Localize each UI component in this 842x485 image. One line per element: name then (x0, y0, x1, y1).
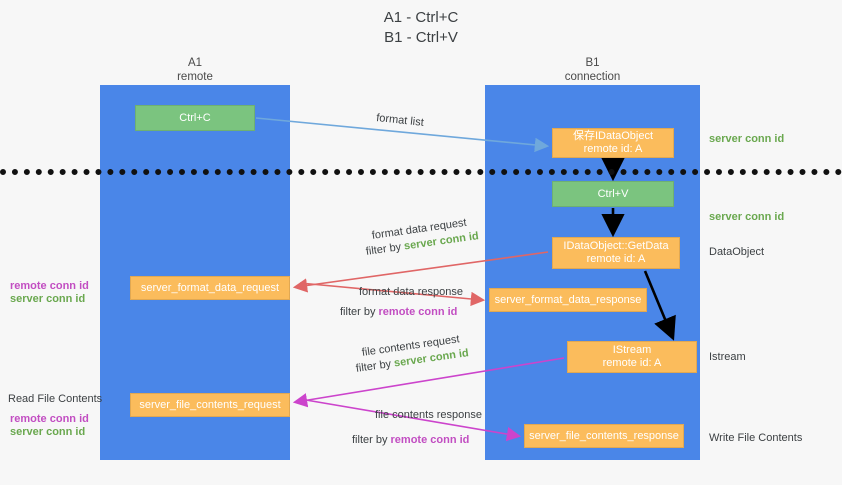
box-save-dataobject-line1: 保存IDataObject (572, 130, 654, 142)
box-server-format-data-request-label: server_format_data_request (140, 281, 280, 294)
box-istream-line2: remote id: A (602, 357, 662, 369)
label-dataobject: DataObject (709, 246, 765, 258)
annotation-format-data-response: format data response (359, 286, 463, 298)
filter-by-text-2: filter by (340, 306, 376, 318)
filter-by-text-4: filter by (352, 434, 388, 446)
box-ctrl-c[interactable]: Ctrl+C (135, 105, 255, 131)
box-istream[interactable]: IStream remote id: A (567, 341, 697, 373)
box-save-dataobject[interactable]: 保存IDataObject remote id: A (552, 128, 674, 158)
box-istream-line1: IStream (612, 344, 652, 356)
filter-by-text-1: filter by (365, 241, 402, 258)
label-istream: Istream (709, 351, 746, 363)
label-remote-conn-id-2: remote conn id (10, 413, 89, 425)
box-server-file-contents-response-label: server_file_contents_response (529, 429, 679, 442)
box-server-format-data-request[interactable]: server_format_data_request (130, 276, 290, 300)
column-header-a1: A1 remote (177, 57, 213, 83)
annotation-format-data-response-filter: filter by remote conn id (340, 305, 457, 319)
label-read-file-contents: Read File Contents (8, 393, 103, 405)
horizontal-divider (0, 169, 842, 175)
box-ctrl-c-label: Ctrl+C (179, 111, 211, 124)
remote-conn-id-text-4: remote conn id (390, 434, 470, 446)
label-server-conn-id-mid: server conn id (709, 211, 785, 223)
label-server-conn-id-2: server conn id (10, 426, 86, 438)
filter-by-text-3: filter by (355, 358, 392, 375)
box-server-file-contents-request[interactable]: server_file_contents_request (130, 393, 290, 417)
box-server-format-data-response-label: server_format_data_response (494, 293, 642, 306)
annotation-file-contents-response-filter: filter by remote conn id (352, 433, 469, 447)
remote-conn-id-text-2: remote conn id (378, 306, 458, 318)
box-server-file-contents-response[interactable]: server_file_contents_response (524, 424, 684, 448)
column-header-b1: B1 connection (564, 57, 621, 83)
box-getdata-line2: remote id: A (586, 253, 646, 265)
box-server-format-data-response[interactable]: server_format_data_response (489, 288, 647, 312)
annotation-format-list: format list (375, 111, 425, 129)
annotation-file-contents-response: file contents response (375, 409, 483, 421)
label-remote-conn-id-1: remote conn id (10, 280, 89, 292)
box-idataobject-getdata[interactable]: IDataObject::GetData remote id: A (552, 237, 680, 269)
box-ctrl-v[interactable]: Ctrl+V (552, 181, 674, 207)
label-write-file-contents: Write File Contents (709, 432, 803, 444)
label-server-conn-id-top: server conn id (709, 133, 785, 145)
box-server-file-contents-request-label: server_file_contents_request (139, 398, 281, 411)
page-title: A1 - Ctrl+C B1 - Ctrl+V (383, 9, 459, 46)
label-server-conn-id-1: server conn id (10, 293, 86, 305)
box-getdata-line1: IDataObject::GetData (563, 240, 669, 252)
box-ctrl-v-label: Ctrl+V (597, 187, 629, 200)
box-save-dataobject-line2: remote id: A (583, 143, 643, 155)
